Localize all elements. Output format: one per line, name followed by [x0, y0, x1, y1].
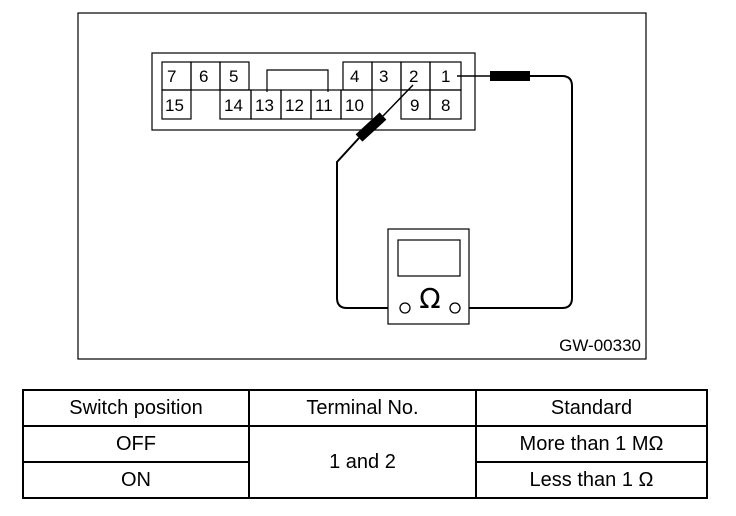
connector-bottom-row [161, 89, 462, 120]
pin-label: 1 [441, 67, 450, 86]
terminal-cell: 1 and 2 [248, 425, 477, 499]
ohmmeter-icon [387, 228, 470, 325]
pin-label: 8 [441, 96, 450, 115]
standard-cell: Less than 1 Ω [475, 461, 708, 499]
pin-label: 7 [167, 67, 176, 86]
diagram-frame [77, 12, 647, 360]
standard-cell: More than 1 MΩ [475, 425, 708, 463]
table-row: ON Less than 1 Ω [22, 461, 708, 499]
pin-label: 15 [165, 96, 184, 115]
pin-label: 11 [315, 96, 333, 115]
pin-label: 6 [199, 67, 208, 86]
pin-label: 10 [345, 96, 364, 115]
pin-label: 13 [255, 96, 274, 115]
pin-label: 14 [224, 96, 243, 115]
pin-label: 5 [229, 67, 238, 86]
switch-position-cell: ON [22, 461, 250, 499]
probe-terminal-1 [457, 71, 573, 309]
ohm-symbol: Ω [419, 282, 440, 315]
pin-label: 2 [409, 67, 418, 86]
table-row: OFF 1 and 2 More than 1 MΩ [22, 425, 708, 499]
pin-label: 12 [285, 96, 304, 115]
wiring-diagram: 7 6 5 4 3 2 1 15 14 13 12 11 10 9 8 Ω GW… [77, 12, 647, 360]
connector-lock-tab [266, 69, 329, 92]
probe-terminal-2 [336, 84, 414, 309]
spec-table: Switch position Terminal No. Standard OF… [22, 389, 708, 499]
connector-housing [151, 52, 476, 131]
header-switch-position: Switch position [22, 389, 250, 427]
switch-position-cell: OFF [22, 425, 250, 463]
pin-label: 4 [350, 67, 359, 86]
pin-label: 9 [410, 96, 419, 115]
table-header-row: Switch position Terminal No. Standard [22, 389, 708, 427]
figure-code: GW-00330 [559, 336, 641, 355]
header-standard: Standard [475, 389, 708, 427]
header-terminal-no: Terminal No. [248, 389, 477, 427]
pin-label: 3 [379, 67, 388, 86]
